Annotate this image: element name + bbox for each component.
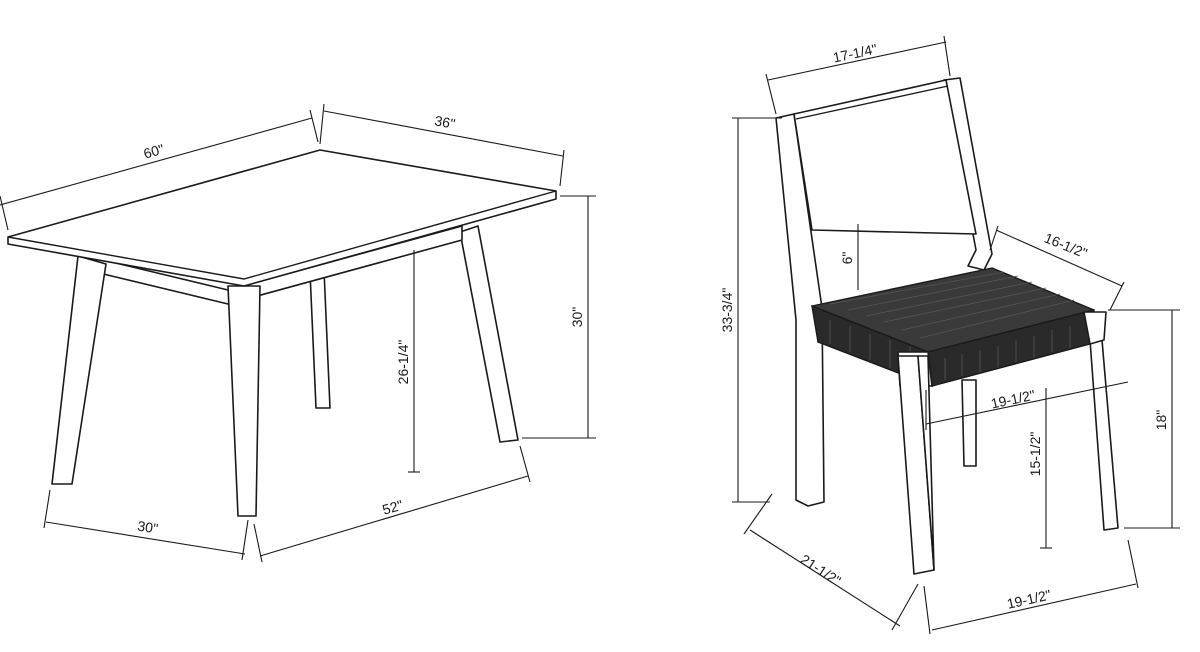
table-base-depth-ext-right xyxy=(241,519,249,561)
chair-base-depth-dim-line xyxy=(749,529,901,627)
table-front-right-leg xyxy=(227,285,261,517)
table-base-depth-ext-left xyxy=(43,489,51,529)
dining-chair: 17-1/4" 33-3/4" 6" 16-1/2" 19-1/2" 15-1/… xyxy=(719,35,1180,635)
table-back-right-leg xyxy=(459,225,519,443)
table-length-dim-line xyxy=(0,117,313,206)
table-back-left-leg xyxy=(309,269,331,409)
chair-seat-width-dim-line xyxy=(925,381,1129,425)
chair-front-corner-right xyxy=(1083,311,1107,345)
table-depth-ext-left xyxy=(319,103,325,145)
chair-weave-texture xyxy=(829,271,1075,380)
table-base-depth-dim-line xyxy=(45,521,246,555)
table-height-label: 30" xyxy=(569,307,585,328)
chair-back-gap-label: 6" xyxy=(839,252,855,265)
chair-leg-height-label: 15-1/2" xyxy=(1027,432,1043,477)
chair-backrest-top-edge xyxy=(795,85,949,120)
table-depth-label: 36" xyxy=(433,112,456,132)
chair-inner-leg xyxy=(961,379,977,467)
chair-base-width-ext-left xyxy=(923,585,931,635)
chair-seat-depth-ext-right xyxy=(1109,281,1125,311)
chair-seat-depth-dim-line xyxy=(995,229,1123,287)
chair-seat-width-label: 19-1/2" xyxy=(989,387,1036,412)
chair-back-width-dim-line xyxy=(767,41,947,81)
chair-base-width-ext-right xyxy=(1127,539,1139,589)
table-depth-dim-line xyxy=(323,110,564,157)
table-length-ext-left xyxy=(0,195,9,231)
table-leg-height-label: 26-1/4" xyxy=(395,340,411,385)
table-front-left-leg xyxy=(51,255,107,485)
table-base-length-ext-right xyxy=(519,445,531,483)
chair-base-depth-label: 21-1/2" xyxy=(798,551,844,589)
table-base-length-label: 52" xyxy=(380,497,404,518)
chair-base-depth-ext-left xyxy=(743,493,773,535)
table-top xyxy=(7,149,557,287)
chair-backrest-panel xyxy=(793,79,977,235)
chair-back-width-ext-right xyxy=(943,35,951,77)
chair-base-depth-ext-right xyxy=(891,583,919,631)
dining-table: 60" 36" 30" 26-1/4" 30" 52" xyxy=(0,103,596,563)
table-base-length-dim-line xyxy=(259,475,529,557)
chair-seat-depth-label: 16-1/2" xyxy=(1042,230,1089,262)
table-length-ext-right xyxy=(309,109,319,143)
chair-back-right-leg xyxy=(1089,339,1119,531)
chair-back-width-ext-left xyxy=(765,73,777,115)
chair-seat-height-label: 18" xyxy=(1153,410,1169,431)
chair-front-left-leg-inner xyxy=(917,355,935,571)
table-base-length-ext-left xyxy=(253,523,263,563)
table-top-edge xyxy=(7,190,557,280)
chair-seat-depth-ext-left xyxy=(989,225,999,251)
table-length-label: 60" xyxy=(142,141,166,162)
table-base-depth-label: 30" xyxy=(136,518,159,537)
chair-height-label: 33-3/4" xyxy=(719,288,735,333)
table-depth-ext-right xyxy=(559,149,565,187)
chair-base-width-dim-line xyxy=(931,583,1137,631)
